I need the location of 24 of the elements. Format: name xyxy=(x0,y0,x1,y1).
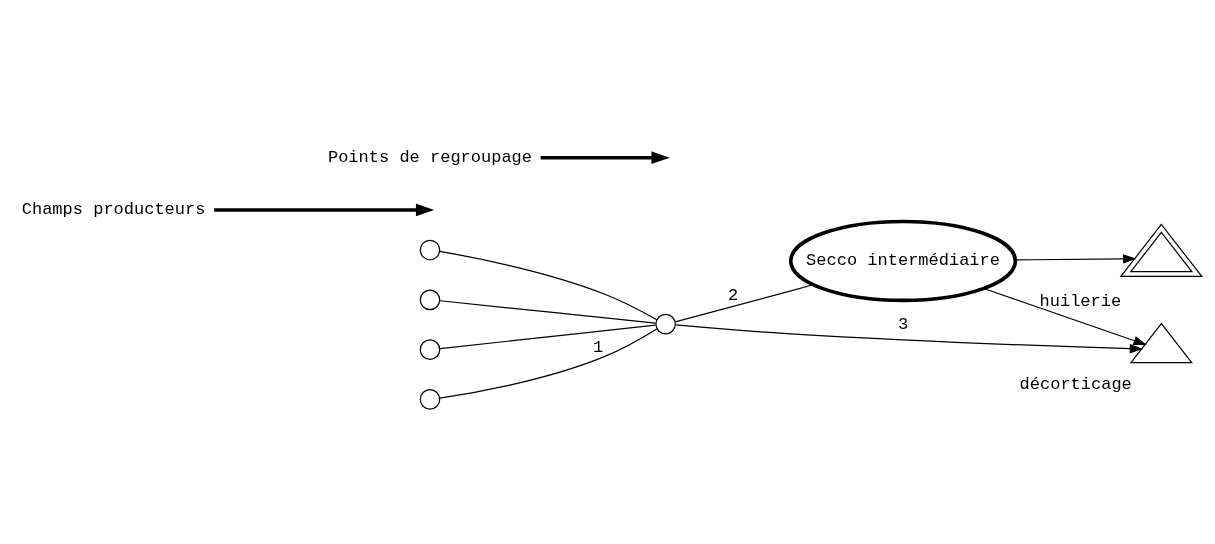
node-triangle xyxy=(1119,222,1204,277)
node-circle xyxy=(419,388,441,410)
connector xyxy=(439,327,658,399)
node-circle xyxy=(419,239,441,260)
connector xyxy=(439,324,657,349)
connector xyxy=(439,250,658,320)
arrow xyxy=(1014,253,1137,264)
arrow xyxy=(983,287,1147,345)
arrow xyxy=(540,150,670,164)
node-circle xyxy=(419,289,441,310)
connector xyxy=(674,283,814,322)
edge-label: 2 xyxy=(727,285,739,305)
node-circle xyxy=(655,313,676,334)
arrow xyxy=(675,323,1144,353)
node-label: décorticage xyxy=(1019,374,1132,394)
connector xyxy=(439,299,657,324)
node-text: Champs producteurs xyxy=(21,199,206,219)
edge-label: 3 xyxy=(897,314,909,334)
node-text: Points de regroupage xyxy=(327,147,533,167)
node-ellipse: Secco intermédiaire xyxy=(788,219,1018,302)
edge-label: 1 xyxy=(593,337,604,357)
arrow xyxy=(214,203,435,216)
node-label: huilerie xyxy=(1039,291,1122,311)
node-circle xyxy=(419,338,441,360)
